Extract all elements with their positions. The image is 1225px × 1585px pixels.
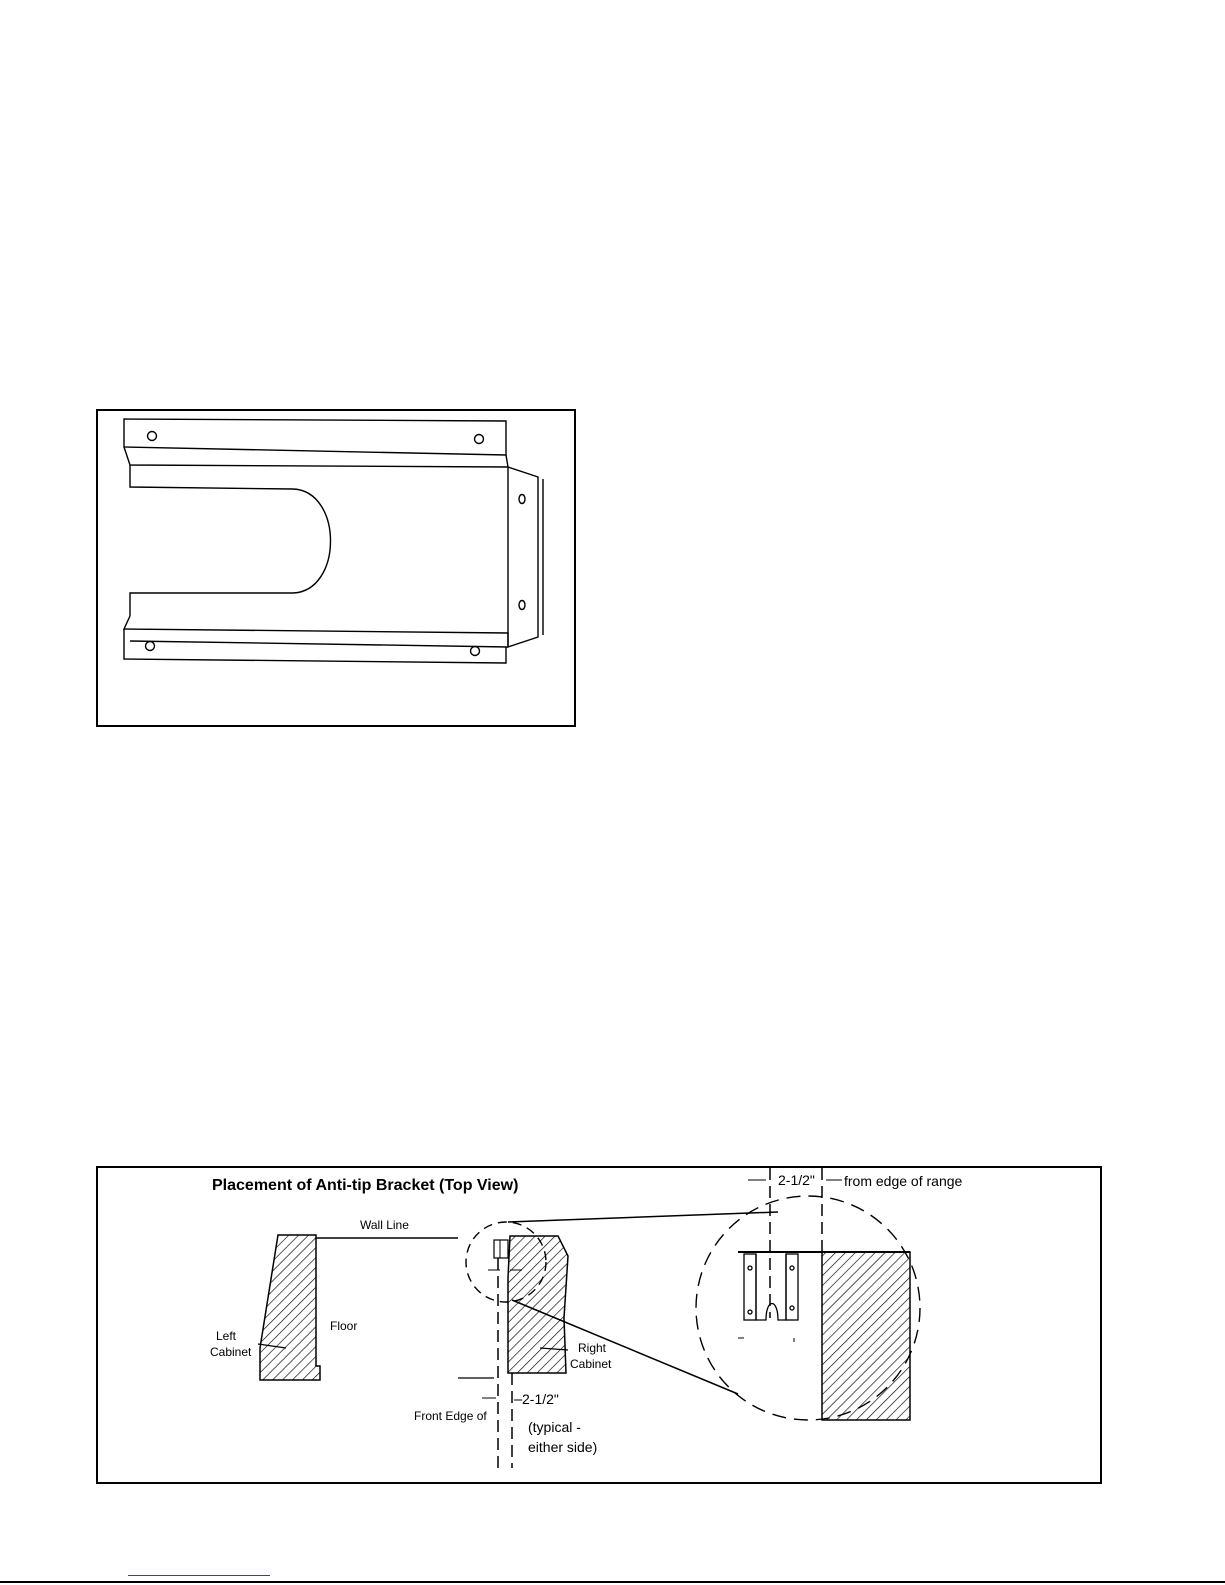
enlarged-cabinet-shape [822, 1252, 910, 1420]
from-edge-label: from edge of range [844, 1173, 963, 1189]
figure-title: Placement of Anti-tip Bracket (Top View) [212, 1177, 518, 1194]
placement-figure: Placement of Anti-tip Bracket (Top View)… [96, 1166, 1102, 1484]
left-cabinet-label-1: Left [216, 1329, 237, 1343]
right-cabinet-label-1: Right [578, 1341, 607, 1355]
left-cabinet-shape [260, 1235, 320, 1380]
bracket-mark [494, 1240, 508, 1258]
typical-label-2: either side) [528, 1439, 597, 1455]
top-dimension-label: 2-1/2" [778, 1172, 815, 1188]
typical-label-1: (typical - [528, 1419, 581, 1435]
front-edge-label: Front Edge of [414, 1409, 487, 1423]
footer-link-underline [128, 1575, 270, 1576]
right-cabinet-label-2: Cabinet [570, 1357, 612, 1371]
enlarged-bracket-icon [744, 1254, 798, 1320]
bracket-figure [96, 409, 576, 727]
left-cabinet-label-2: Cabinet [210, 1345, 252, 1359]
footer-rule [0, 1581, 1225, 1583]
right-cabinet-shape [508, 1236, 568, 1373]
placement-diagram: Placement of Anti-tip Bracket (Top View)… [98, 1168, 1100, 1482]
floor-label: Floor [330, 1319, 357, 1333]
anti-tip-bracket-icon [98, 411, 574, 725]
bottom-dimension-label: 2-1/2" [522, 1391, 559, 1407]
wall-line-label: Wall Line [360, 1218, 409, 1232]
